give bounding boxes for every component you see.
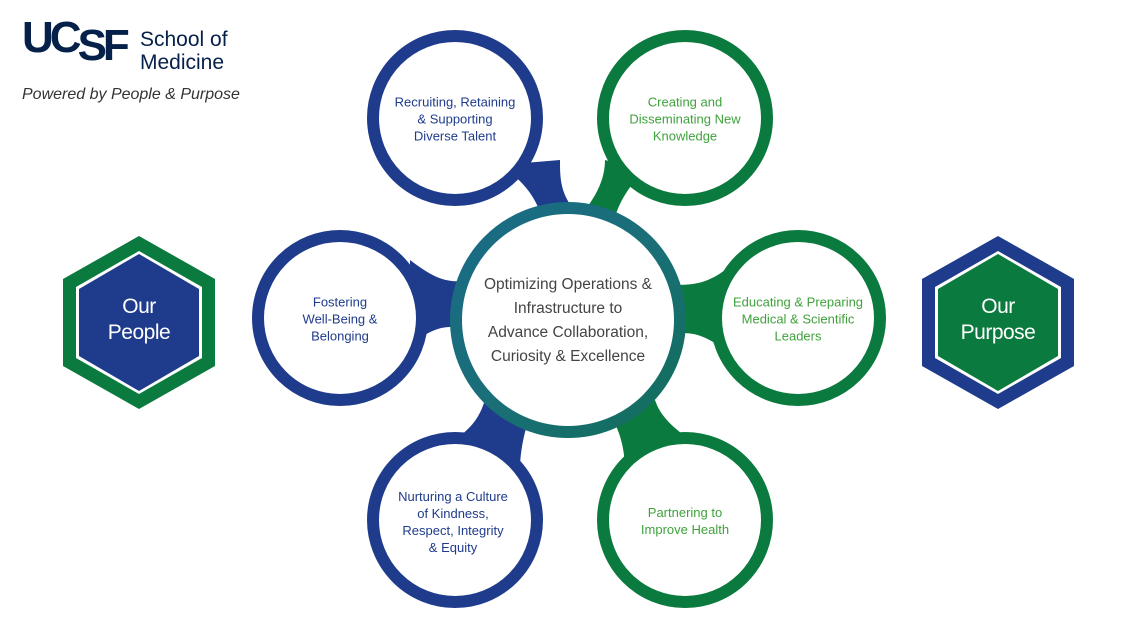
node-ring-recruiting — [367, 30, 543, 206]
node-ring-creating — [597, 30, 773, 206]
ucsf-logo: UCSF School of Medicine Powered by Peopl… — [22, 14, 282, 114]
logo-tagline: Powered by People & Purpose — [22, 86, 240, 103]
node-ring-nurturing — [367, 432, 543, 608]
hexagon-people — [63, 236, 215, 409]
node-ring-educating — [710, 230, 886, 406]
logo-mark: UCSF — [22, 13, 130, 70]
hexagon-purpose — [922, 236, 1074, 409]
node-ring-partnering — [597, 432, 773, 608]
node-ring-fostering — [252, 230, 428, 406]
logo-school-name: School of Medicine — [140, 28, 228, 74]
center-label: Optimizing Operations &Infrastructure to… — [484, 276, 652, 365]
center-ring — [450, 202, 686, 438]
